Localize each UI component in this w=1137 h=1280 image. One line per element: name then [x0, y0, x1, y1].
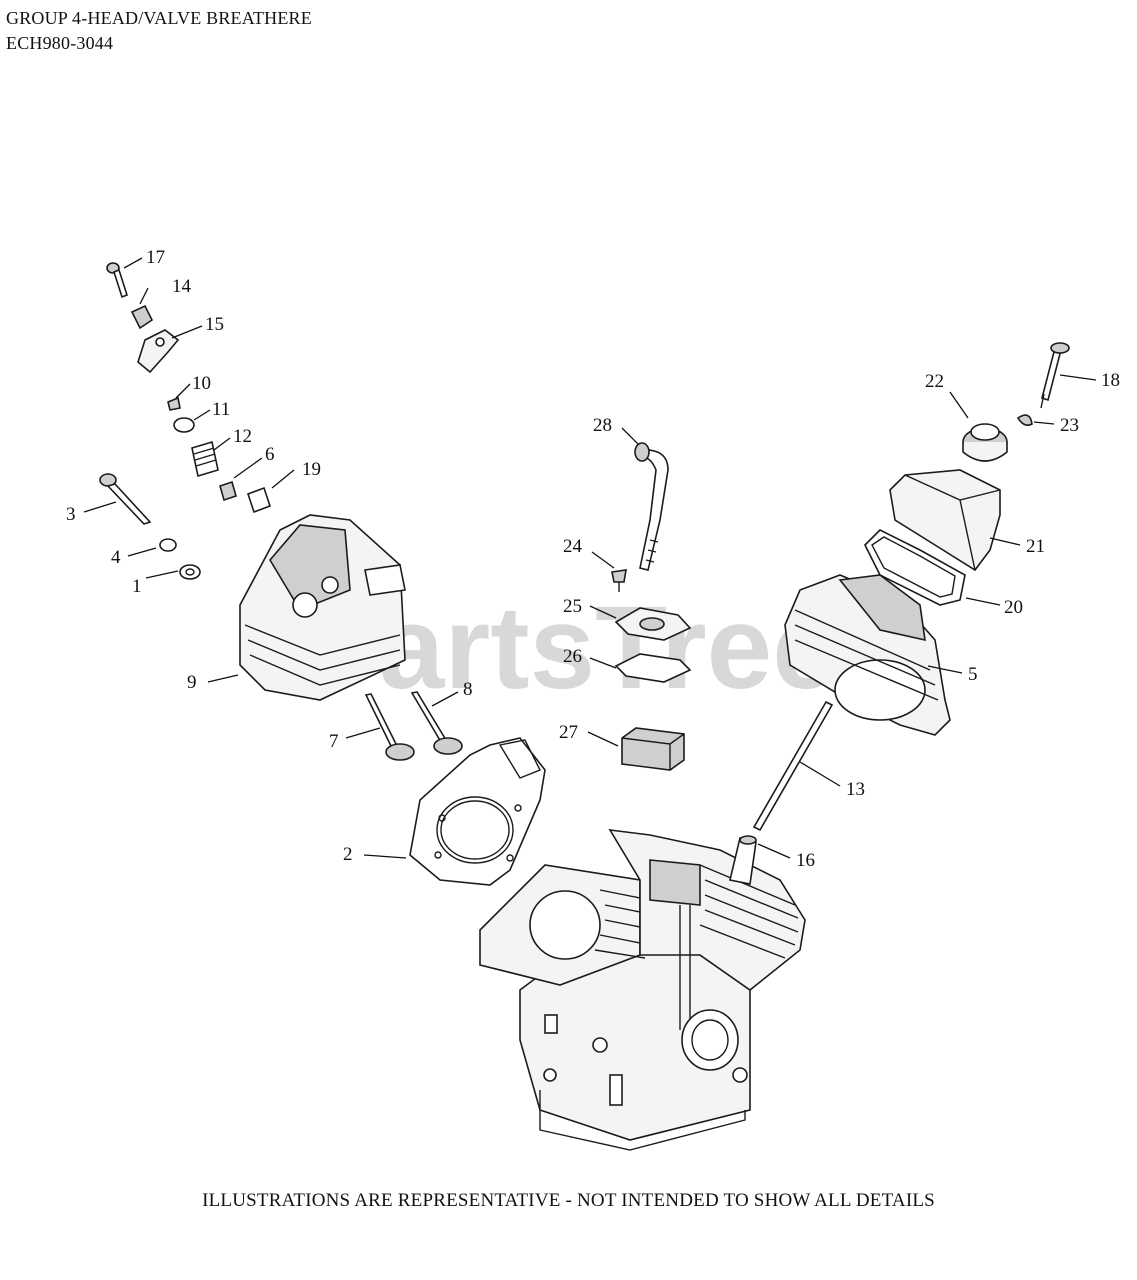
callout-9: 9: [187, 672, 197, 693]
exhaust-valve: [410, 691, 463, 755]
callout-13: 13: [846, 779, 865, 800]
valve-cover-gasket: [864, 529, 966, 606]
key-part: [1016, 414, 1033, 426]
callout-26: 26: [563, 646, 582, 667]
dipstick: [1040, 342, 1070, 409]
callout-3: 3: [66, 504, 76, 525]
breather-cover: [614, 607, 692, 641]
callout-27: 27: [559, 722, 578, 743]
callout-15: 15: [205, 314, 224, 335]
callout-28: 28: [593, 415, 612, 436]
callout-8: 8: [463, 679, 473, 700]
screw-24: [611, 569, 627, 592]
callout-18: 18: [1101, 370, 1120, 391]
cylinder-head-right: [784, 574, 951, 736]
engine-block: [479, 829, 806, 1151]
footer-disclaimer: ILLUSTRATIONS ARE REPRESENTATIVE - NOT I…: [202, 1190, 935, 1211]
breather-baffle: [621, 727, 685, 771]
push-rod: [752, 700, 834, 832]
callout-23: 23: [1060, 415, 1079, 436]
callout-10: 10: [192, 373, 211, 394]
callout-5: 5: [968, 664, 978, 685]
valve-seal-6: [219, 480, 237, 502]
washer-1: [179, 564, 201, 580]
callout-labels: 1 2 3 4 5 6 7 8 9 10 11 12 13 14 15 16 1…: [66, 247, 1120, 871]
model-number: ECH980-3044: [6, 33, 114, 53]
callout-20: 20: [1004, 597, 1023, 618]
rocker-pivot-14: [130, 304, 154, 330]
head-bolt-3: [99, 473, 152, 525]
callout-14: 14: [172, 276, 192, 297]
oil-fill-cap: [962, 423, 1008, 462]
callout-12: 12: [233, 426, 252, 447]
dowel-4: [159, 538, 177, 552]
cylinder-head-left: [239, 514, 406, 701]
callout-17: 17: [146, 247, 165, 268]
callout-22: 22: [925, 371, 944, 392]
breather-hose: [634, 442, 669, 571]
diagram-title: GROUP 4-HEAD/VALVE BREATHERE: [6, 8, 312, 28]
intake-valve: [364, 693, 415, 761]
callout-1: 1: [132, 576, 142, 597]
head-gasket: [409, 737, 546, 886]
rocker-arm-15: [137, 329, 180, 374]
callout-2: 2: [343, 844, 353, 865]
valve-spring-12: [191, 440, 219, 478]
callout-25: 25: [563, 596, 582, 617]
stud-17: [106, 262, 128, 299]
retainer-11: [173, 417, 195, 433]
callout-16: 16: [796, 850, 815, 871]
callout-6: 6: [265, 444, 275, 465]
lifter: [729, 835, 757, 885]
callout-19: 19: [302, 459, 321, 480]
callout-11: 11: [212, 399, 230, 420]
breather-gasket: [614, 653, 692, 683]
callout-24: 24: [563, 536, 583, 557]
callout-21: 21: [1026, 536, 1045, 557]
page-header: GROUP 4-HEAD/VALVE BREATHERE ECH980-3044: [6, 6, 312, 56]
callout-7: 7: [329, 731, 339, 752]
leader-lines: [83, 257, 1097, 859]
valve-cover: [889, 469, 1001, 572]
callout-4: 4: [111, 547, 121, 568]
keeper-10: [167, 396, 181, 411]
bushing-19: [246, 486, 272, 514]
